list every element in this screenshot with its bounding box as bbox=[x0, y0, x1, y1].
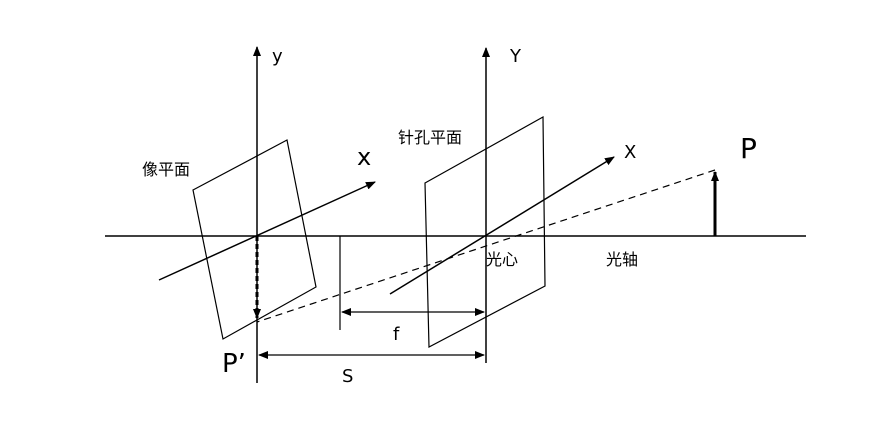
projection-ray bbox=[256, 169, 716, 323]
image-y-label: y bbox=[272, 46, 283, 67]
pinhole-y-label: Y bbox=[509, 46, 522, 67]
image-x-axis bbox=[158, 181, 376, 281]
pinhole-x-label: X bbox=[624, 142, 636, 163]
image-p-label: P’ bbox=[222, 349, 246, 379]
focal-length-label: f bbox=[393, 324, 400, 345]
pinhole-plane-label: 针孔平面 bbox=[398, 128, 462, 147]
distance-label: S bbox=[342, 366, 353, 387]
pinhole-plane-shape bbox=[424, 115, 546, 348]
optical-center-label: 光心 bbox=[486, 250, 518, 269]
optical-axis-label: 光轴 bbox=[606, 250, 638, 269]
object-p-label: P bbox=[740, 132, 757, 165]
image-plane-label: 像平面 bbox=[142, 160, 190, 179]
image-x-label: x bbox=[357, 143, 371, 171]
pinhole-x-axis bbox=[389, 156, 615, 295]
image-plane-shape bbox=[192, 139, 317, 340]
